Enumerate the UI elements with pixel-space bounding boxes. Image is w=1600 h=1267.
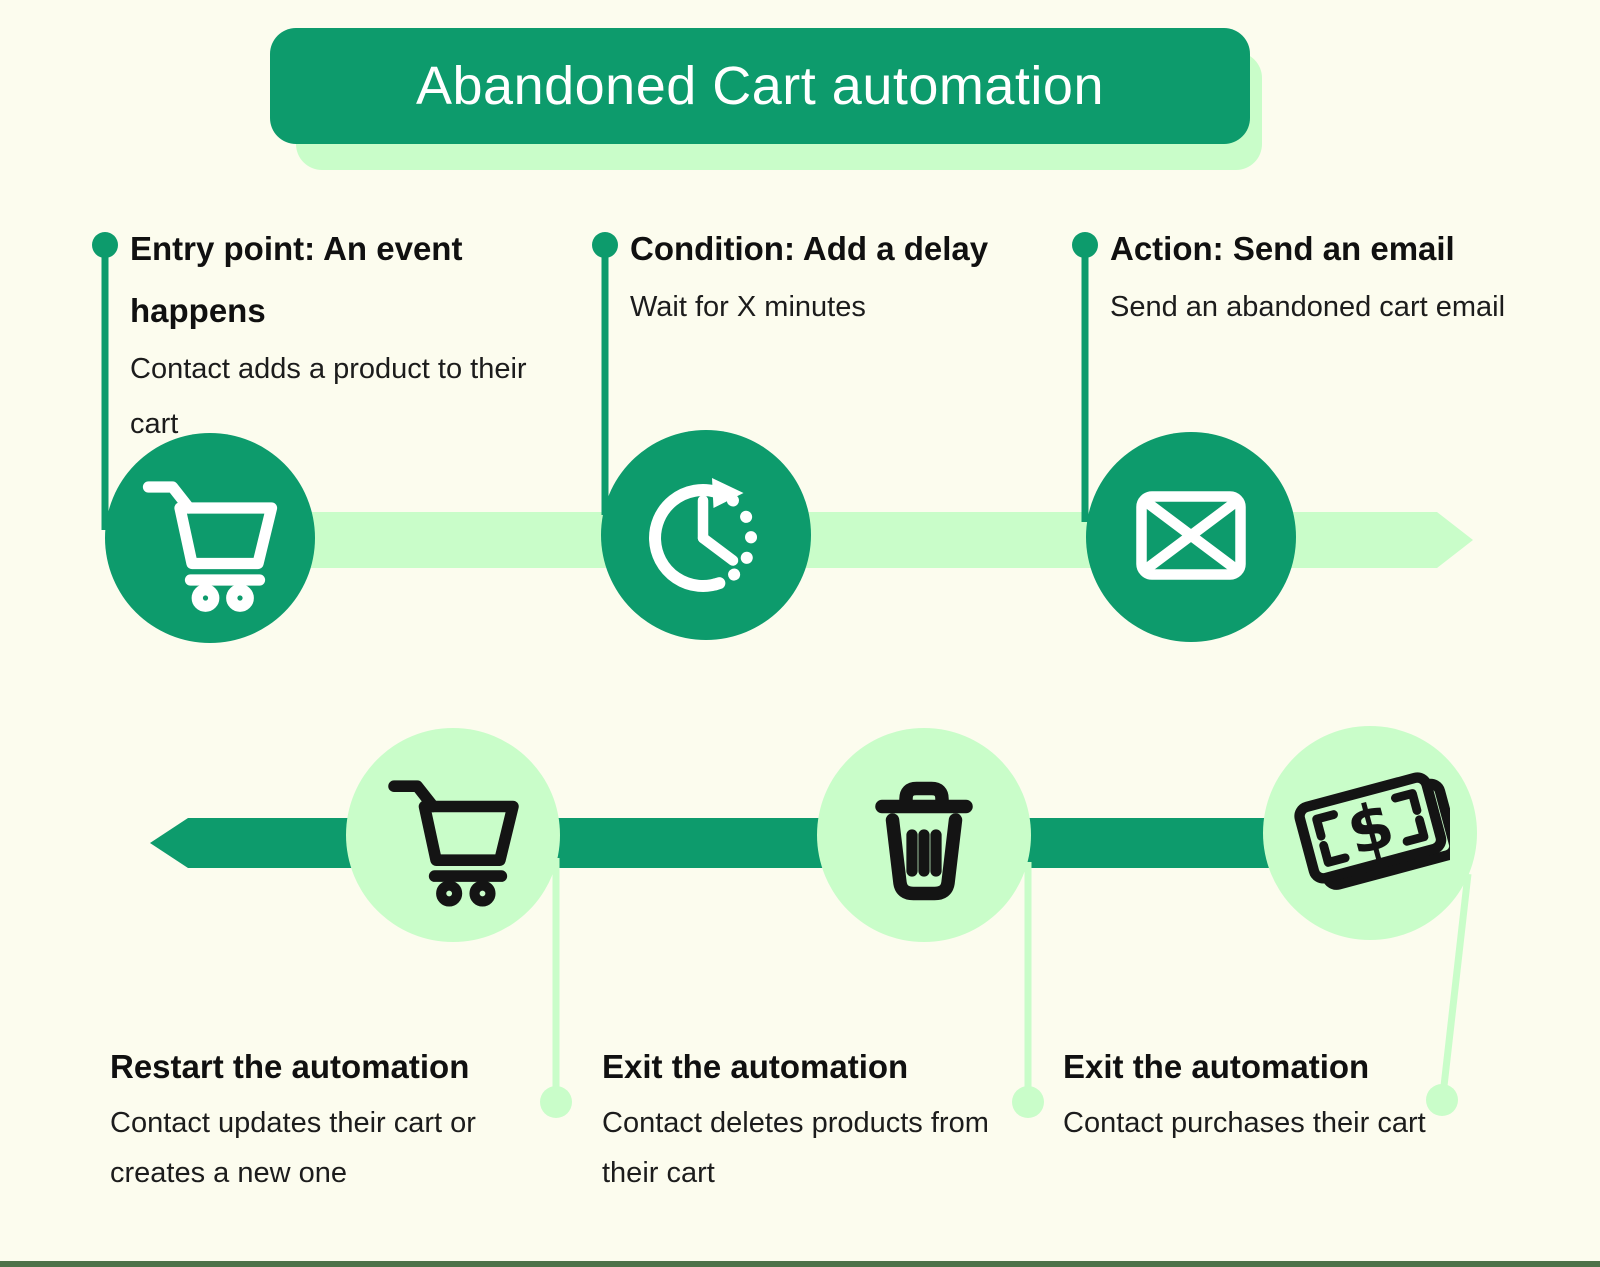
step-circle-action — [1086, 432, 1296, 642]
page-title: Abandoned Cart automation — [416, 56, 1104, 116]
step-body: Contact adds a product to their cart — [130, 353, 527, 440]
clock-delay-icon — [649, 478, 758, 593]
email-envelope-icon — [1136, 491, 1246, 580]
step-heading: Entry point: An event happens — [130, 230, 463, 329]
bottom-step-restart-text: Restart the automation Contact updates t… — [110, 1036, 600, 1198]
shopping-cart-icon — [142, 481, 278, 612]
shopping-cart-icon — [387, 779, 519, 907]
top-step-condition-text: Condition: Add a delay Wait for X minute… — [630, 218, 1090, 335]
step-heading: Exit the automation — [602, 1048, 909, 1085]
step-dot — [92, 232, 118, 258]
title-banner: Abandoned Cart automation — [270, 28, 1250, 144]
bottom-step-exit-purchase-text: Exit the automation Contact purchases th… — [1063, 1036, 1563, 1148]
connector-dot — [1012, 1086, 1044, 1118]
step-heading: Exit the automation — [1063, 1048, 1370, 1085]
step-circle-condition — [601, 430, 811, 640]
trash-icon — [875, 781, 973, 901]
step-body: Wait for X minutes — [630, 291, 866, 323]
connector-dot — [1426, 1084, 1458, 1116]
step-body: Contact deletes products from their cart — [602, 1107, 989, 1189]
top-step-entry-text: Entry point: An event happens Contact ad… — [130, 218, 575, 452]
step-heading: Action: Send an email — [1110, 230, 1455, 267]
step-body: Send an abandoned cart email — [1110, 291, 1506, 323]
step-circle-restart — [346, 728, 560, 942]
step-circle-entry — [105, 433, 315, 643]
top-step-action-text: Action: Send an email Send an abandoned … — [1110, 218, 1590, 335]
step-heading: Condition: Add a delay — [630, 230, 989, 267]
footer-bar — [0, 1261, 1600, 1267]
step-circle-exit-purchase: $ — [1263, 726, 1477, 940]
step-circle-exit-delete — [817, 728, 1031, 942]
connector-string — [1440, 873, 1472, 1087]
step-dot — [592, 232, 618, 258]
step-body: Contact updates their cart or creates a … — [110, 1107, 476, 1189]
step-heading: Restart the automation — [110, 1048, 470, 1085]
money-bills-icon: $ — [1294, 772, 1450, 890]
connector-dot — [540, 1086, 572, 1118]
flow-arrow-return — [150, 818, 1425, 868]
step-dot — [1072, 232, 1098, 258]
bottom-step-exit-delete-text: Exit the automation Contact deletes prod… — [602, 1036, 1082, 1198]
step-body: Contact purchases their cart — [1063, 1107, 1426, 1139]
